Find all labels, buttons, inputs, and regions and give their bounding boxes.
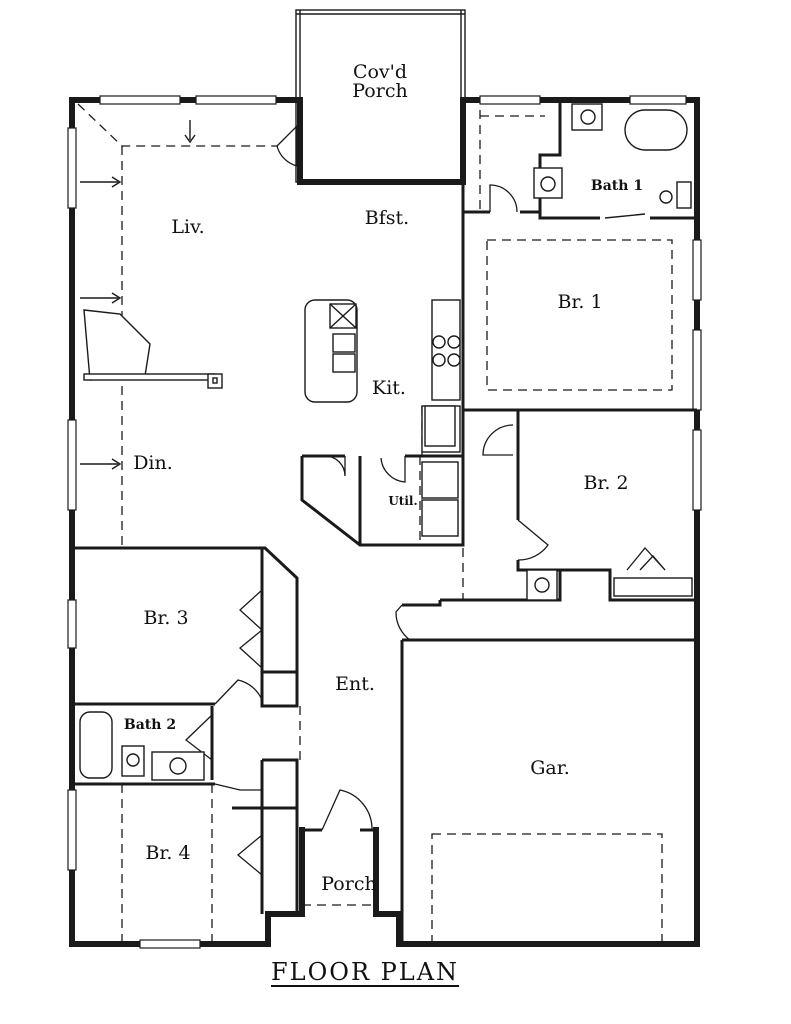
interior-walls: [72, 100, 697, 944]
covd-porch-label-line1: Cov'd: [353, 61, 407, 83]
bedroom2-label: Br. 2: [583, 472, 628, 494]
utility-label: Util.: [388, 494, 417, 508]
windows: [67, 95, 702, 949]
bedroom1-label: Br. 1: [557, 291, 602, 313]
plan-title: FLOOR PLAN: [271, 958, 460, 986]
kitchen-label: Kit.: [372, 377, 406, 399]
bedroom4-label: Br. 4: [145, 842, 190, 864]
garage-label: Gar.: [530, 757, 570, 779]
breakfast-label: Bfst.: [365, 207, 409, 229]
fixtures: [79, 103, 693, 781]
entry-label: Ent.: [335, 673, 375, 695]
living-label: Liv.: [171, 216, 204, 238]
dashed-lines: [77, 103, 673, 945]
room-labels: Cov'd Porch Liv. Bfst. Bath 1 Br. 1 Kit.…: [124, 61, 643, 895]
covd-porch-label-line2: Porch: [352, 80, 407, 102]
porch-label: Porch: [321, 873, 376, 895]
dining-label: Din.: [133, 452, 173, 474]
bath1-label: Bath 1: [591, 178, 643, 194]
bedroom3-label: Br. 3: [143, 607, 188, 629]
bath2-label: Bath 2: [124, 717, 176, 733]
